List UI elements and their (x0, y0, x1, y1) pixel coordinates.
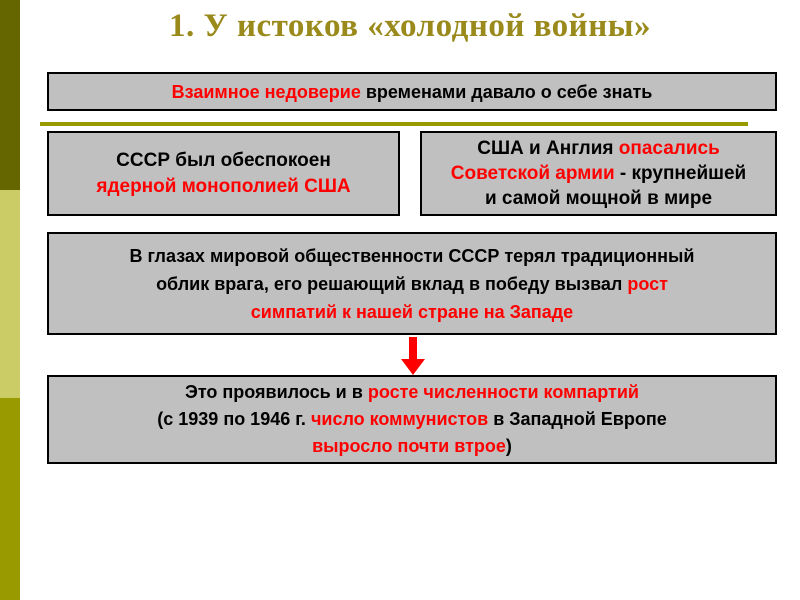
callout-text-world-opinion: В глазах мировой общественности СССР тер… (49, 242, 775, 326)
ussr-nuclear-line-1: СССР был обеспокоен (55, 148, 392, 174)
callout-text-communist-growth: Это проявилось и в росте численности ком… (49, 379, 775, 460)
highlight-feared: опасались (618, 138, 720, 159)
text-close-paren: ) (505, 436, 512, 456)
side-stripe-segment-bottom (0, 398, 20, 600)
olive-divider-line (40, 122, 748, 126)
ussr-nuclear-line-2: ядерной монополией США (55, 174, 392, 200)
callout-box-communist-growth: Это проявилось и в росте численности ком… (47, 375, 777, 464)
side-stripe-segment-top (0, 0, 20, 190)
text-largest: - крупнейшей (614, 163, 747, 184)
highlight-growth: рост (627, 273, 668, 294)
text-this-manifested: Это проявилось и в (185, 382, 368, 402)
callout-box-usa-england: США и Англия опасались Советской армии -… (420, 131, 777, 216)
world-opinion-line-1: В глазах мировой общественности СССР тер… (55, 242, 769, 270)
text-world-opinion-2: облик врага, его решающий вклад в победу… (156, 273, 628, 294)
callout-text-mutual-distrust: Взаимное недоверие временами давало о се… (49, 81, 775, 103)
usa-england-line-1: США и Англия опасались (428, 136, 769, 161)
text-world-opinion-1: В глазах мировой общественности СССР тер… (129, 245, 695, 266)
world-opinion-line-3: симпатий к нашей стране на Западе (55, 298, 769, 326)
text-ussr-concerned: СССР был обеспокоен (116, 149, 331, 171)
communists-line-1: Это проявилось и в росте численности ком… (55, 379, 769, 406)
highlight-nuclear-monopoly-usa: ядерной монополией США (96, 175, 351, 197)
highlight-mutual-distrust: Взаимное недоверие (171, 81, 361, 102)
highlight-number-communists: число коммунистов (310, 409, 489, 429)
text-years-range: (с 1939 по 1946 г. (157, 409, 311, 429)
decorative-side-stripe (0, 0, 20, 600)
text-western-europe: в Западной Европе (488, 409, 667, 429)
side-stripe-segment-middle (0, 190, 20, 398)
callout-text-ussr-nuclear: СССР был обеспокоен ядерной монополией С… (49, 148, 398, 200)
callout-text-usa-england: США и Англия опасались Советской армии -… (422, 136, 775, 211)
callout-box-ussr-nuclear: СССР был обеспокоен ядерной монополией С… (47, 131, 400, 216)
arrow-svg (401, 337, 425, 375)
callout-box-world-opinion: В глазах мировой общественности СССР тер… (47, 232, 777, 335)
red-down-arrow-icon (398, 337, 428, 375)
slide-title: 1. У истоков «холодной войны» (169, 8, 651, 44)
usa-england-line-2: Советской армии - крупнейшей (428, 161, 769, 186)
world-opinion-line-2: облик врага, его решающий вклад в победу… (55, 270, 769, 298)
highlight-tripled: выросло почти втрое (312, 436, 506, 456)
highlight-soviet-army: Советской армии (450, 163, 615, 184)
text-most-powerful: и самой мощной в мире (484, 188, 713, 209)
highlight-party-growth: росте численности компартий (367, 382, 639, 402)
text-usa-england: США и Англия (477, 138, 619, 159)
text-distrust-rest: временами давало о себе знать (360, 81, 653, 102)
communists-line-2: (с 1939 по 1946 г. число коммунистов в З… (55, 406, 769, 433)
communists-line-3: выросло почти втрое) (55, 433, 769, 460)
callout-box-mutual-distrust: Взаимное недоверие временами давало о се… (47, 72, 777, 111)
highlight-sympathy-west: симпатий к нашей стране на Западе (250, 301, 574, 322)
usa-england-line-3: и самой мощной в мире (428, 186, 769, 211)
